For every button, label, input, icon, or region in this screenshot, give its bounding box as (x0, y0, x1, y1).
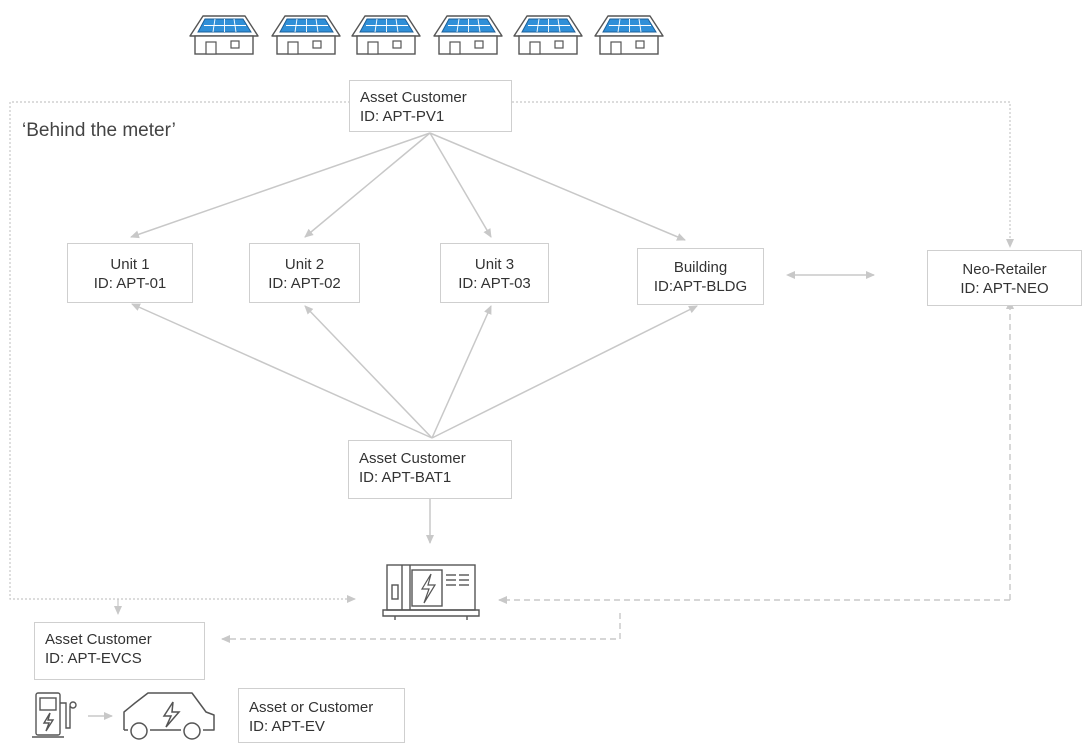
solar-house-icon (513, 15, 583, 55)
node-title: Unit 2 (284, 256, 325, 273)
node-unit-1: Unit 1 ID: APT-01 (67, 243, 193, 303)
solar-house-icon (433, 15, 503, 55)
node-id: ID: APT-PV1 (360, 108, 445, 125)
node-id: ID: APT-NEO (960, 280, 1049, 297)
node-asset-customer-evcs: Asset Customer ID: APT-EVCS (34, 622, 205, 680)
solar-house-icon (271, 15, 341, 55)
node-title: Unit 3 (474, 256, 515, 273)
solar-house-icon (189, 15, 259, 55)
node-neo-retailer: Neo-Retailer ID: APT-NEO (927, 250, 1082, 306)
node-asset-customer-pv: Asset Customer ID: APT-PV1 (349, 80, 512, 132)
solar-houses (189, 15, 664, 55)
behind-the-meter-label: ‘Behind the meter’ (22, 120, 176, 141)
node-id: ID: APT-01 (93, 275, 167, 292)
node-title: Asset Customer (45, 631, 152, 648)
electrical-cabinet-icon (382, 564, 480, 620)
behind-the-meter-boundary (9, 101, 1014, 615)
node-unit-2: Unit 2 ID: APT-02 (249, 243, 360, 303)
node-id: ID: APT-03 (458, 275, 531, 292)
node-id: ID: APT-02 (268, 275, 341, 292)
node-id: ID: APT-EV (249, 718, 325, 735)
solar-house-icon (351, 15, 421, 55)
node-title: Asset Customer (360, 89, 467, 106)
node-building: Building ID:APT-BLDG (637, 248, 764, 305)
node-id: ID: APT-EVCS (45, 650, 142, 667)
node-title: Asset Customer (359, 450, 466, 467)
node-title: Neo-Retailer (962, 261, 1047, 278)
node-unit-3: Unit 3 ID: APT-03 (440, 243, 549, 303)
node-asset-or-customer-ev: Asset or Customer ID: APT-EV (238, 688, 405, 743)
node-asset-customer-battery: Asset Customer ID: APT-BAT1 (348, 440, 512, 499)
node-title: Building (673, 259, 728, 276)
node-id: ID:APT-BLDG (653, 278, 748, 295)
electric-car-icon (123, 692, 215, 740)
solar-house-icon (594, 15, 664, 55)
node-id: ID: APT-BAT1 (359, 469, 452, 486)
neo-retailer-dashed-links (221, 300, 1014, 643)
flow-arrows (88, 132, 875, 720)
node-title: Asset or Customer (249, 699, 374, 716)
ev-charger-icon (32, 692, 77, 738)
node-title: Unit 1 (110, 256, 150, 273)
